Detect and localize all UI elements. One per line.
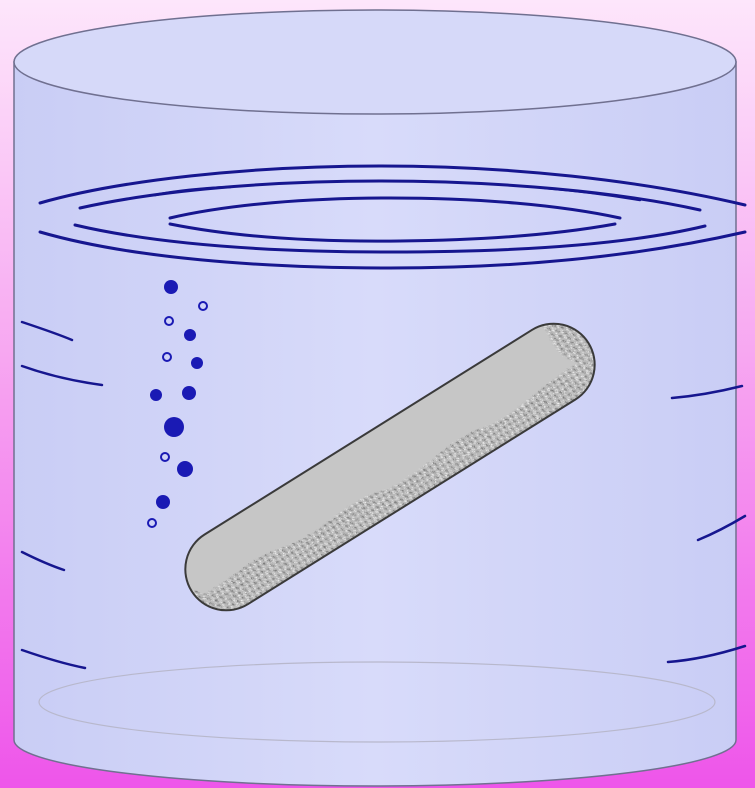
bubble (182, 386, 196, 400)
bubble (150, 389, 162, 401)
bubble (177, 461, 193, 477)
beaker (14, 10, 736, 786)
beaker-body (14, 62, 736, 786)
bubble (164, 417, 184, 437)
bubble (184, 329, 196, 341)
beaker-rim (14, 10, 736, 114)
bubble (164, 280, 178, 294)
bubble (156, 495, 170, 509)
bubble (191, 357, 203, 369)
